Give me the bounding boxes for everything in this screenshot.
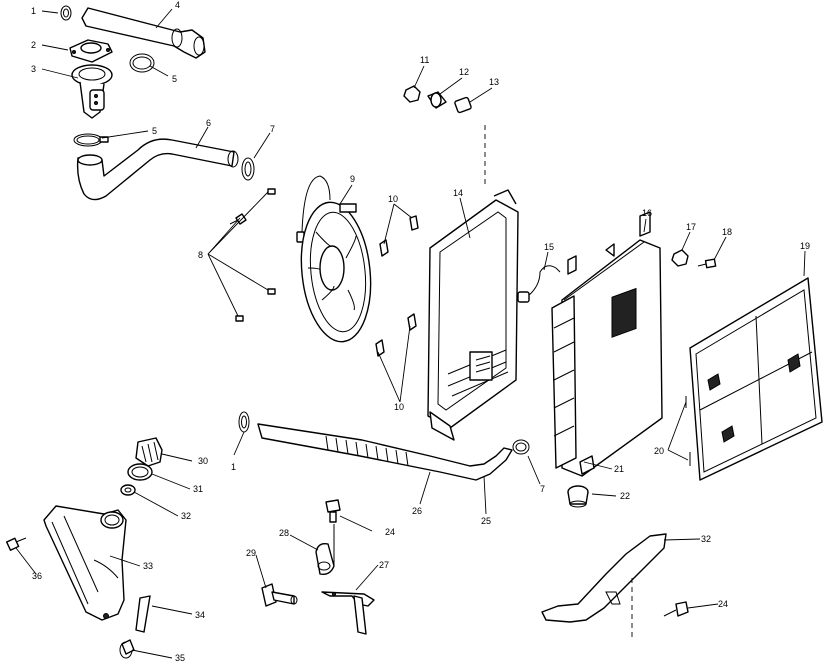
clamp-part-5-lower <box>73 133 109 147</box>
callout-12: 12 <box>459 67 469 77</box>
bracket-part-27 <box>321 591 375 635</box>
hose-clamp-part-1-top <box>60 5 72 21</box>
callout-5: 5 <box>152 126 157 136</box>
callout-35: 35 <box>175 653 185 662</box>
callout-25: 25 <box>481 516 491 526</box>
callout-24: 24 <box>385 527 395 537</box>
callout-32: 32 <box>181 511 191 521</box>
coolant-reservoir-part-33 <box>43 505 127 621</box>
callout-1: 1 <box>231 462 236 472</box>
nut-part-17 <box>671 249 689 267</box>
callout-20: 20 <box>654 446 664 456</box>
callout-18: 18 <box>722 227 732 237</box>
callout-19: 19 <box>800 241 810 251</box>
seal-part-31 <box>127 463 153 481</box>
radiator-cap-part-2 <box>69 39 113 63</box>
lower-hose-part-6 <box>76 138 239 201</box>
mounting-bracket-part-32-lower <box>541 533 667 638</box>
callout-16: 16 <box>642 208 652 218</box>
upper-hose-part-4 <box>81 7 206 59</box>
callout-17: 17 <box>686 222 696 232</box>
callout-1: 1 <box>31 6 36 16</box>
callout-9: 9 <box>350 174 355 184</box>
callout-14: 14 <box>453 188 463 198</box>
bushing-part-28 <box>315 524 335 576</box>
fan-screws-part-8 <box>229 188 276 322</box>
pin-part-29 <box>261 583 298 607</box>
callout-31: 31 <box>193 484 203 494</box>
callout-21: 21 <box>614 464 624 474</box>
callout-28: 28 <box>279 528 289 538</box>
filler-neck-part-3 <box>71 64 113 119</box>
callout-34: 34 <box>195 610 205 620</box>
temp-sensor-part-15 <box>517 265 561 303</box>
bolt-part-24-lower <box>663 601 689 617</box>
callout-29: 29 <box>246 548 256 558</box>
callout-2: 2 <box>31 40 36 50</box>
fasteners-parts-11-12-13 <box>403 85 472 114</box>
callout-10: 10 <box>394 402 404 412</box>
callout-30: 30 <box>198 456 208 466</box>
callout-15: 15 <box>544 242 554 252</box>
hose-clamp-part-7-upper <box>241 157 255 181</box>
callout-7: 7 <box>270 124 275 134</box>
bolt-part-24-upper <box>325 499 341 523</box>
callout-11: 11 <box>420 55 429 65</box>
callout-5: 5 <box>172 74 177 84</box>
callout-7: 7 <box>540 484 545 494</box>
hose-clamp-part-7-lower <box>512 439 530 455</box>
leader-lines <box>15 8 806 659</box>
bolt-part-36 <box>5 537 27 551</box>
callout-8: 8 <box>198 250 203 260</box>
bolt-part-18 <box>697 258 717 269</box>
callout-4: 4 <box>175 0 180 10</box>
lower-hose-parts-25-26 <box>257 423 513 481</box>
grommet-part-22 <box>567 485 589 508</box>
reservoir-cap-part-30 <box>135 437 163 467</box>
hose-clamp-part-1-lower <box>238 411 250 433</box>
callout-32: 32 <box>701 534 711 544</box>
callout-24: 24 <box>718 599 728 609</box>
callout-13: 13 <box>489 77 499 87</box>
callout-labels: 1 4 2 3 5 5 6 7 8 9 10 10 11 12 13 14 15… <box>31 0 810 662</box>
callout-33: 33 <box>143 561 153 571</box>
overflow-hose-part-34 <box>135 595 151 633</box>
fan-shroud-part-14 <box>427 125 519 441</box>
fan-assembly-part-9 <box>296 175 372 343</box>
callout-27: 27 <box>379 560 389 570</box>
callout-6: 6 <box>206 118 211 128</box>
hose-clamp-part-35 <box>119 639 135 659</box>
callout-36: 36 <box>32 571 42 581</box>
callout-3: 3 <box>31 64 36 74</box>
callout-22: 22 <box>620 491 630 501</box>
grommet-part-32-upper <box>120 484 136 496</box>
callout-26: 26 <box>412 506 422 516</box>
radiator-part-16 <box>551 211 663 477</box>
o-ring-part-5-upper <box>129 53 155 73</box>
clips-part-10 <box>375 215 419 357</box>
callout-10: 10 <box>388 194 398 204</box>
radiator-screen-part-19 <box>685 277 823 481</box>
